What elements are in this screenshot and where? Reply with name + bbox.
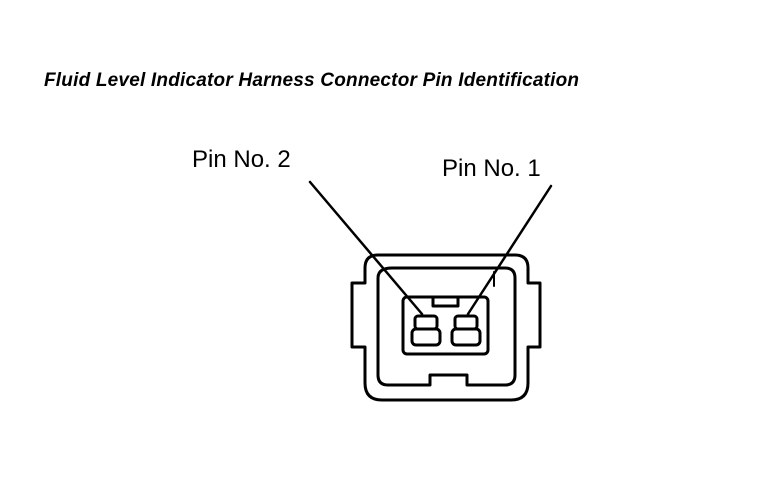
pin-1-label: Pin No. 1 (442, 155, 541, 182)
pin-2-terminal (410, 314, 442, 347)
pin-cavity (401, 295, 490, 356)
connector-housing-inner (376, 266, 517, 387)
keyway-step (431, 295, 460, 308)
diagram-title: Fluid Level Indicator Harness Connector … (44, 70, 580, 91)
pin-1-terminal (450, 314, 482, 347)
pin-2-label: Pin No. 2 (192, 146, 291, 173)
connector-housing-outer (350, 253, 542, 402)
pin-2-leader (308, 180, 424, 316)
pin-1-leader (466, 184, 553, 316)
